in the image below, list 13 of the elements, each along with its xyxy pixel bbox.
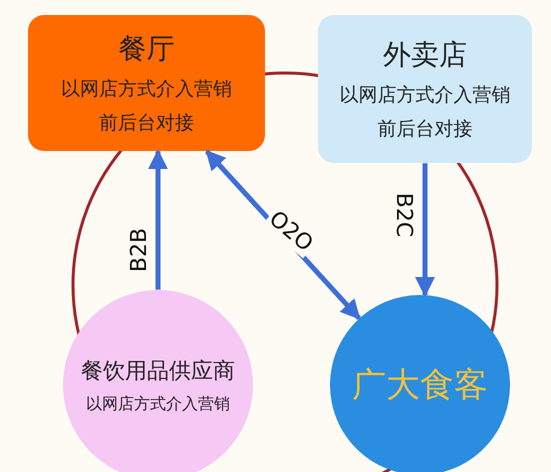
node-text: 以网店方式介入营销 — [340, 83, 510, 108]
node-text: 以网店方式介入营销 — [61, 77, 232, 102]
node-title: 餐饮用品供应商 — [81, 358, 235, 386]
arrow — [415, 163, 435, 297]
node-text: 前后台对接 — [99, 111, 194, 136]
takeaway-box — [318, 15, 532, 163]
node-title: 广大食客 — [352, 364, 488, 407]
node-title: 外卖店 — [383, 37, 467, 73]
node-text: 以网店方式介入营销 — [86, 394, 230, 414]
restaurant-box — [28, 15, 265, 151]
node-title: 餐厅 — [118, 31, 174, 67]
node-text: 前后台对接 — [378, 117, 472, 142]
arrow — [148, 149, 168, 290]
